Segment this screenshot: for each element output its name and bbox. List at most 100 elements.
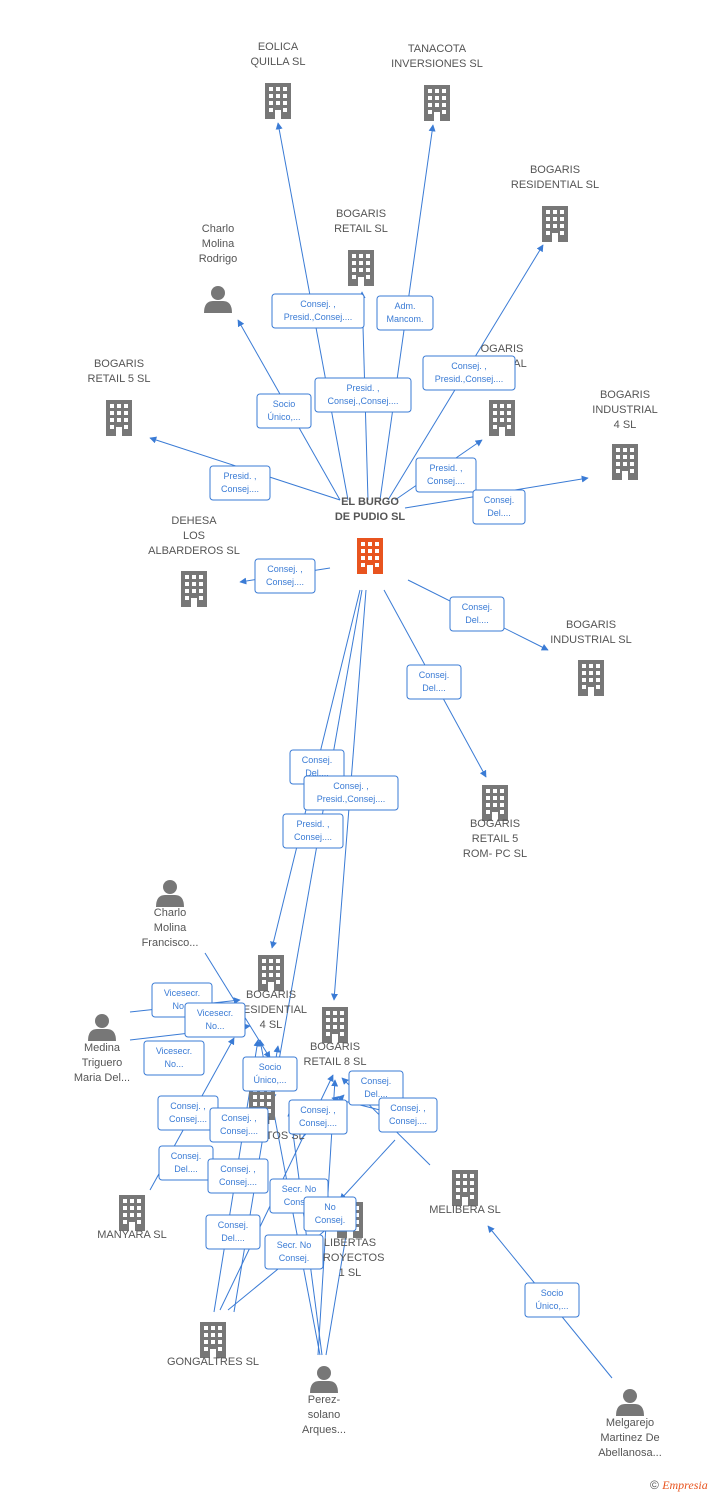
- edge-label-text: Único,...: [535, 1301, 568, 1311]
- node-label: LIBERTAS: [324, 1237, 376, 1249]
- person-icon: [204, 286, 232, 313]
- edge-label-text: Del....: [465, 615, 489, 625]
- node-label: solano: [308, 1409, 340, 1421]
- edge-label-text: Consej. ,: [221, 1113, 257, 1123]
- copyright-symbol: ©: [650, 1478, 659, 1492]
- edge-label-l14[interactable]: Presid. ,Consej....: [282, 813, 344, 849]
- node-label: Triguero: [82, 1057, 123, 1069]
- edge-label-text: Único,...: [267, 412, 300, 422]
- edge-label-l24[interactable]: Consej. ,Consej....: [207, 1158, 269, 1194]
- edge-label-text: Consej.,Consej....: [327, 396, 398, 406]
- node-label: TANACOTA: [408, 43, 467, 55]
- edge-label-l16[interactable]: Vicesecr.No...: [184, 1002, 246, 1038]
- node-label: 4 SL: [614, 419, 637, 431]
- edge-label-text: Presid.,Consej....: [284, 312, 353, 322]
- person-icon: [156, 880, 184, 907]
- edge-label-box: [242, 1056, 298, 1092]
- edge-label-text: Vicesecr.: [164, 988, 200, 998]
- edge-label-text: Consej. ,: [170, 1101, 206, 1111]
- edge-label-l20[interactable]: Consej. ,Consej....: [157, 1095, 219, 1131]
- edge-label-text: Del....: [364, 1089, 388, 1099]
- edge-label-l17[interactable]: Vicesecr.No...: [143, 1040, 205, 1076]
- edge-label-text: Socio: [541, 1288, 564, 1298]
- edge-label-l7[interactable]: Presid. ,Consej....: [415, 457, 477, 493]
- edge-label-box: [415, 457, 477, 493]
- node-manyara[interactable]: MANYARA SL: [97, 1195, 167, 1241]
- node-label: DEHESA: [171, 515, 217, 527]
- edge-label-box: [303, 775, 399, 811]
- edge-label-l2[interactable]: Adm.Mancom.: [376, 295, 434, 331]
- edge-label-box: [205, 1214, 261, 1250]
- edge-label-text: Consej.: [462, 602, 493, 612]
- edge-label-l29[interactable]: Consej. ,Consej....: [209, 1107, 269, 1143]
- edge-label-l1[interactable]: Consej. ,Presid.,Consej....: [271, 293, 365, 329]
- edge-label-l18[interactable]: SocioÚnico,...: [242, 1056, 298, 1092]
- node-charlo_f[interactable]: CharloMolinaFrancisco...: [142, 880, 199, 949]
- edge-label-l6[interactable]: Presid. ,Consej....: [209, 465, 271, 501]
- edge-label-text: Presid. ,: [223, 471, 256, 481]
- edge-label-l10[interactable]: Consej. Del....: [449, 596, 505, 632]
- edge-label-text: Consej.: [302, 755, 333, 765]
- edge-label-l13[interactable]: Consej. ,Presid.,Consej....: [303, 775, 399, 811]
- edge-label-l25[interactable]: Consej.Del....: [205, 1214, 261, 1250]
- node-label: Rodrigo: [199, 253, 238, 265]
- person-icon: [616, 1389, 644, 1416]
- node-label: MANYARA SL: [97, 1229, 167, 1241]
- edge-label-l4[interactable]: Presid. , Consej.,Consej....: [314, 377, 412, 413]
- edge-label-text: Del....: [487, 508, 511, 518]
- edge-label-text: Consej.: [279, 1253, 310, 1263]
- node-label: Abellanosa...: [598, 1447, 662, 1459]
- edge-label-box: [209, 465, 271, 501]
- edge-label-text: Consej....: [427, 476, 465, 486]
- node-label: ALBARDEROS SL: [148, 545, 240, 557]
- building-icon: [119, 1195, 145, 1231]
- edge-label-box: [209, 1107, 269, 1143]
- node-label: Charlo: [154, 907, 186, 919]
- edge-label-l11[interactable]: Consej.Del....: [406, 664, 462, 700]
- node-label: Charlo: [202, 223, 234, 235]
- edge-label-text: Consej....: [219, 1177, 257, 1187]
- edge-label-l5[interactable]: SocioÚnico,...: [256, 393, 312, 429]
- node-label: Perez-: [308, 1394, 341, 1406]
- edge-label-text: Presid.,Consej....: [317, 794, 386, 804]
- node-perez[interactable]: Perez-solanoArques...: [302, 1366, 346, 1436]
- edge-label-l8[interactable]: Consej.Del....: [472, 489, 526, 525]
- node-gongaltres[interactable]: GONGALTRES SL: [167, 1322, 259, 1368]
- node-melibera[interactable]: MELIBERA SL: [429, 1170, 501, 1216]
- edge-label-l22[interactable]: Consej. ,Consej....: [288, 1099, 348, 1135]
- edge-label-box: [378, 1097, 438, 1133]
- edge-label-l30[interactable]: SocioÚnico,...: [524, 1282, 580, 1318]
- edge-label-l23[interactable]: Consej.Del....: [158, 1145, 214, 1181]
- edge-label-l19[interactable]: Consej.Del....: [348, 1070, 404, 1106]
- edge-label-box: [282, 813, 344, 849]
- edge-label-box: [303, 1196, 357, 1232]
- footer-credit: © Empresia: [650, 1478, 708, 1493]
- edge-label-l3[interactable]: Consej. ,Presid.,Consej....: [422, 355, 516, 391]
- node-label: BOGARIS: [246, 989, 296, 1001]
- edge-label-l9[interactable]: Consej. ,Consej....: [254, 558, 316, 594]
- edge-label-text: Presid. ,: [346, 383, 379, 393]
- edge-label-text: No: [324, 1202, 336, 1212]
- node-label: Molina: [154, 922, 187, 934]
- edge-label-text: No...: [164, 1059, 183, 1069]
- edge-label-l21[interactable]: Consej. ,Consej....: [378, 1097, 438, 1133]
- node-label: BOGARIS: [566, 619, 616, 631]
